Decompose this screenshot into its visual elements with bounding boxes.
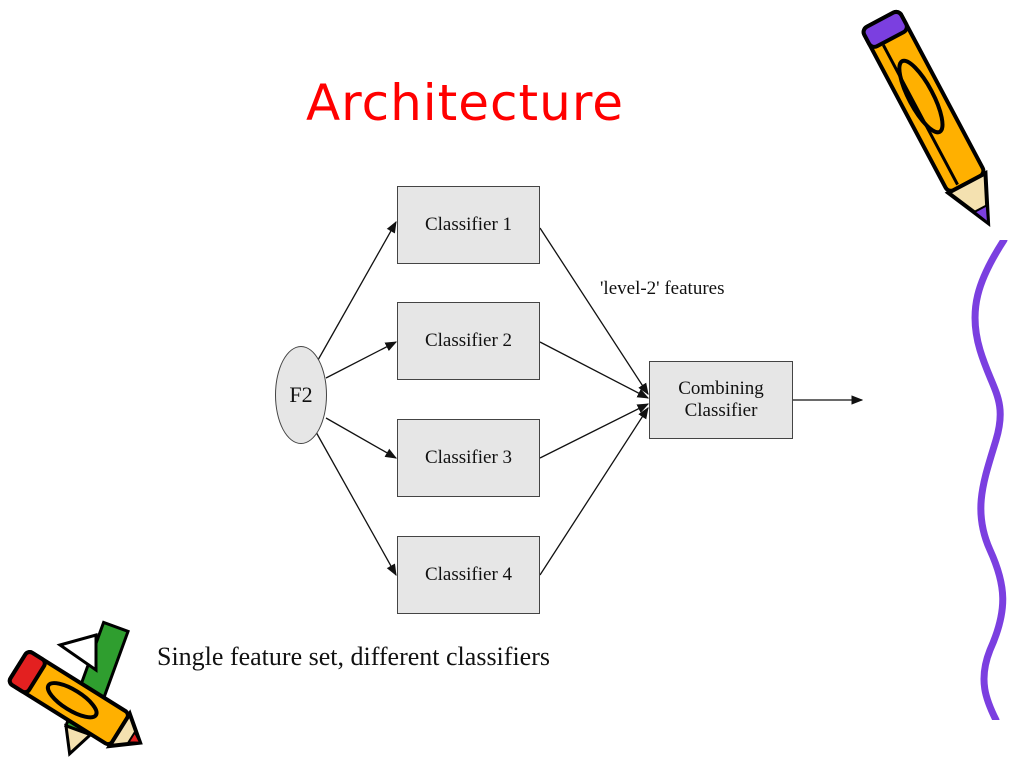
edge-f2-c3: [325, 417, 398, 459]
edge-f2-c4: [315, 431, 397, 577]
classifier-3-label: Classifier 3: [424, 447, 513, 468]
pencils-bottom-left-icon: [7, 620, 143, 757]
edge-c3-comb: [539, 403, 650, 459]
classifier-1-box: Classifier 1: [397, 186, 540, 264]
classifier-4-box: Classifier 4: [397, 536, 540, 614]
edge-c2-comb: [539, 341, 650, 399]
input-node-f2: F2: [275, 346, 327, 444]
edge-f2-c2: [325, 341, 398, 379]
slide-title: Architecture: [305, 74, 625, 132]
classifier-4-label: Classifier 4: [424, 564, 513, 585]
input-node-label: F2: [289, 382, 313, 407]
classifier-1-label: Classifier 1: [424, 214, 513, 235]
classifier-3-box: Classifier 3: [397, 419, 540, 497]
slide-caption: Single feature set, different classifier…: [157, 642, 550, 671]
edge-c1-comb: [539, 227, 649, 395]
combiner-label-line2: Classifier: [684, 400, 758, 421]
edge-f2-c1: [317, 220, 397, 361]
edge-c4-comb: [539, 407, 649, 576]
wavy-line-decoration: [971, 240, 1008, 720]
pencil-top-right-icon: [861, 9, 991, 227]
combiner-label-line1: Combining: [678, 378, 764, 399]
edge-annotation: 'level-2' features: [600, 278, 725, 299]
classifier-2-box: Classifier 2: [397, 302, 540, 380]
classifier-2-label: Classifier 2: [424, 330, 513, 351]
combining-classifier-box: Combining Classifier: [649, 361, 793, 439]
